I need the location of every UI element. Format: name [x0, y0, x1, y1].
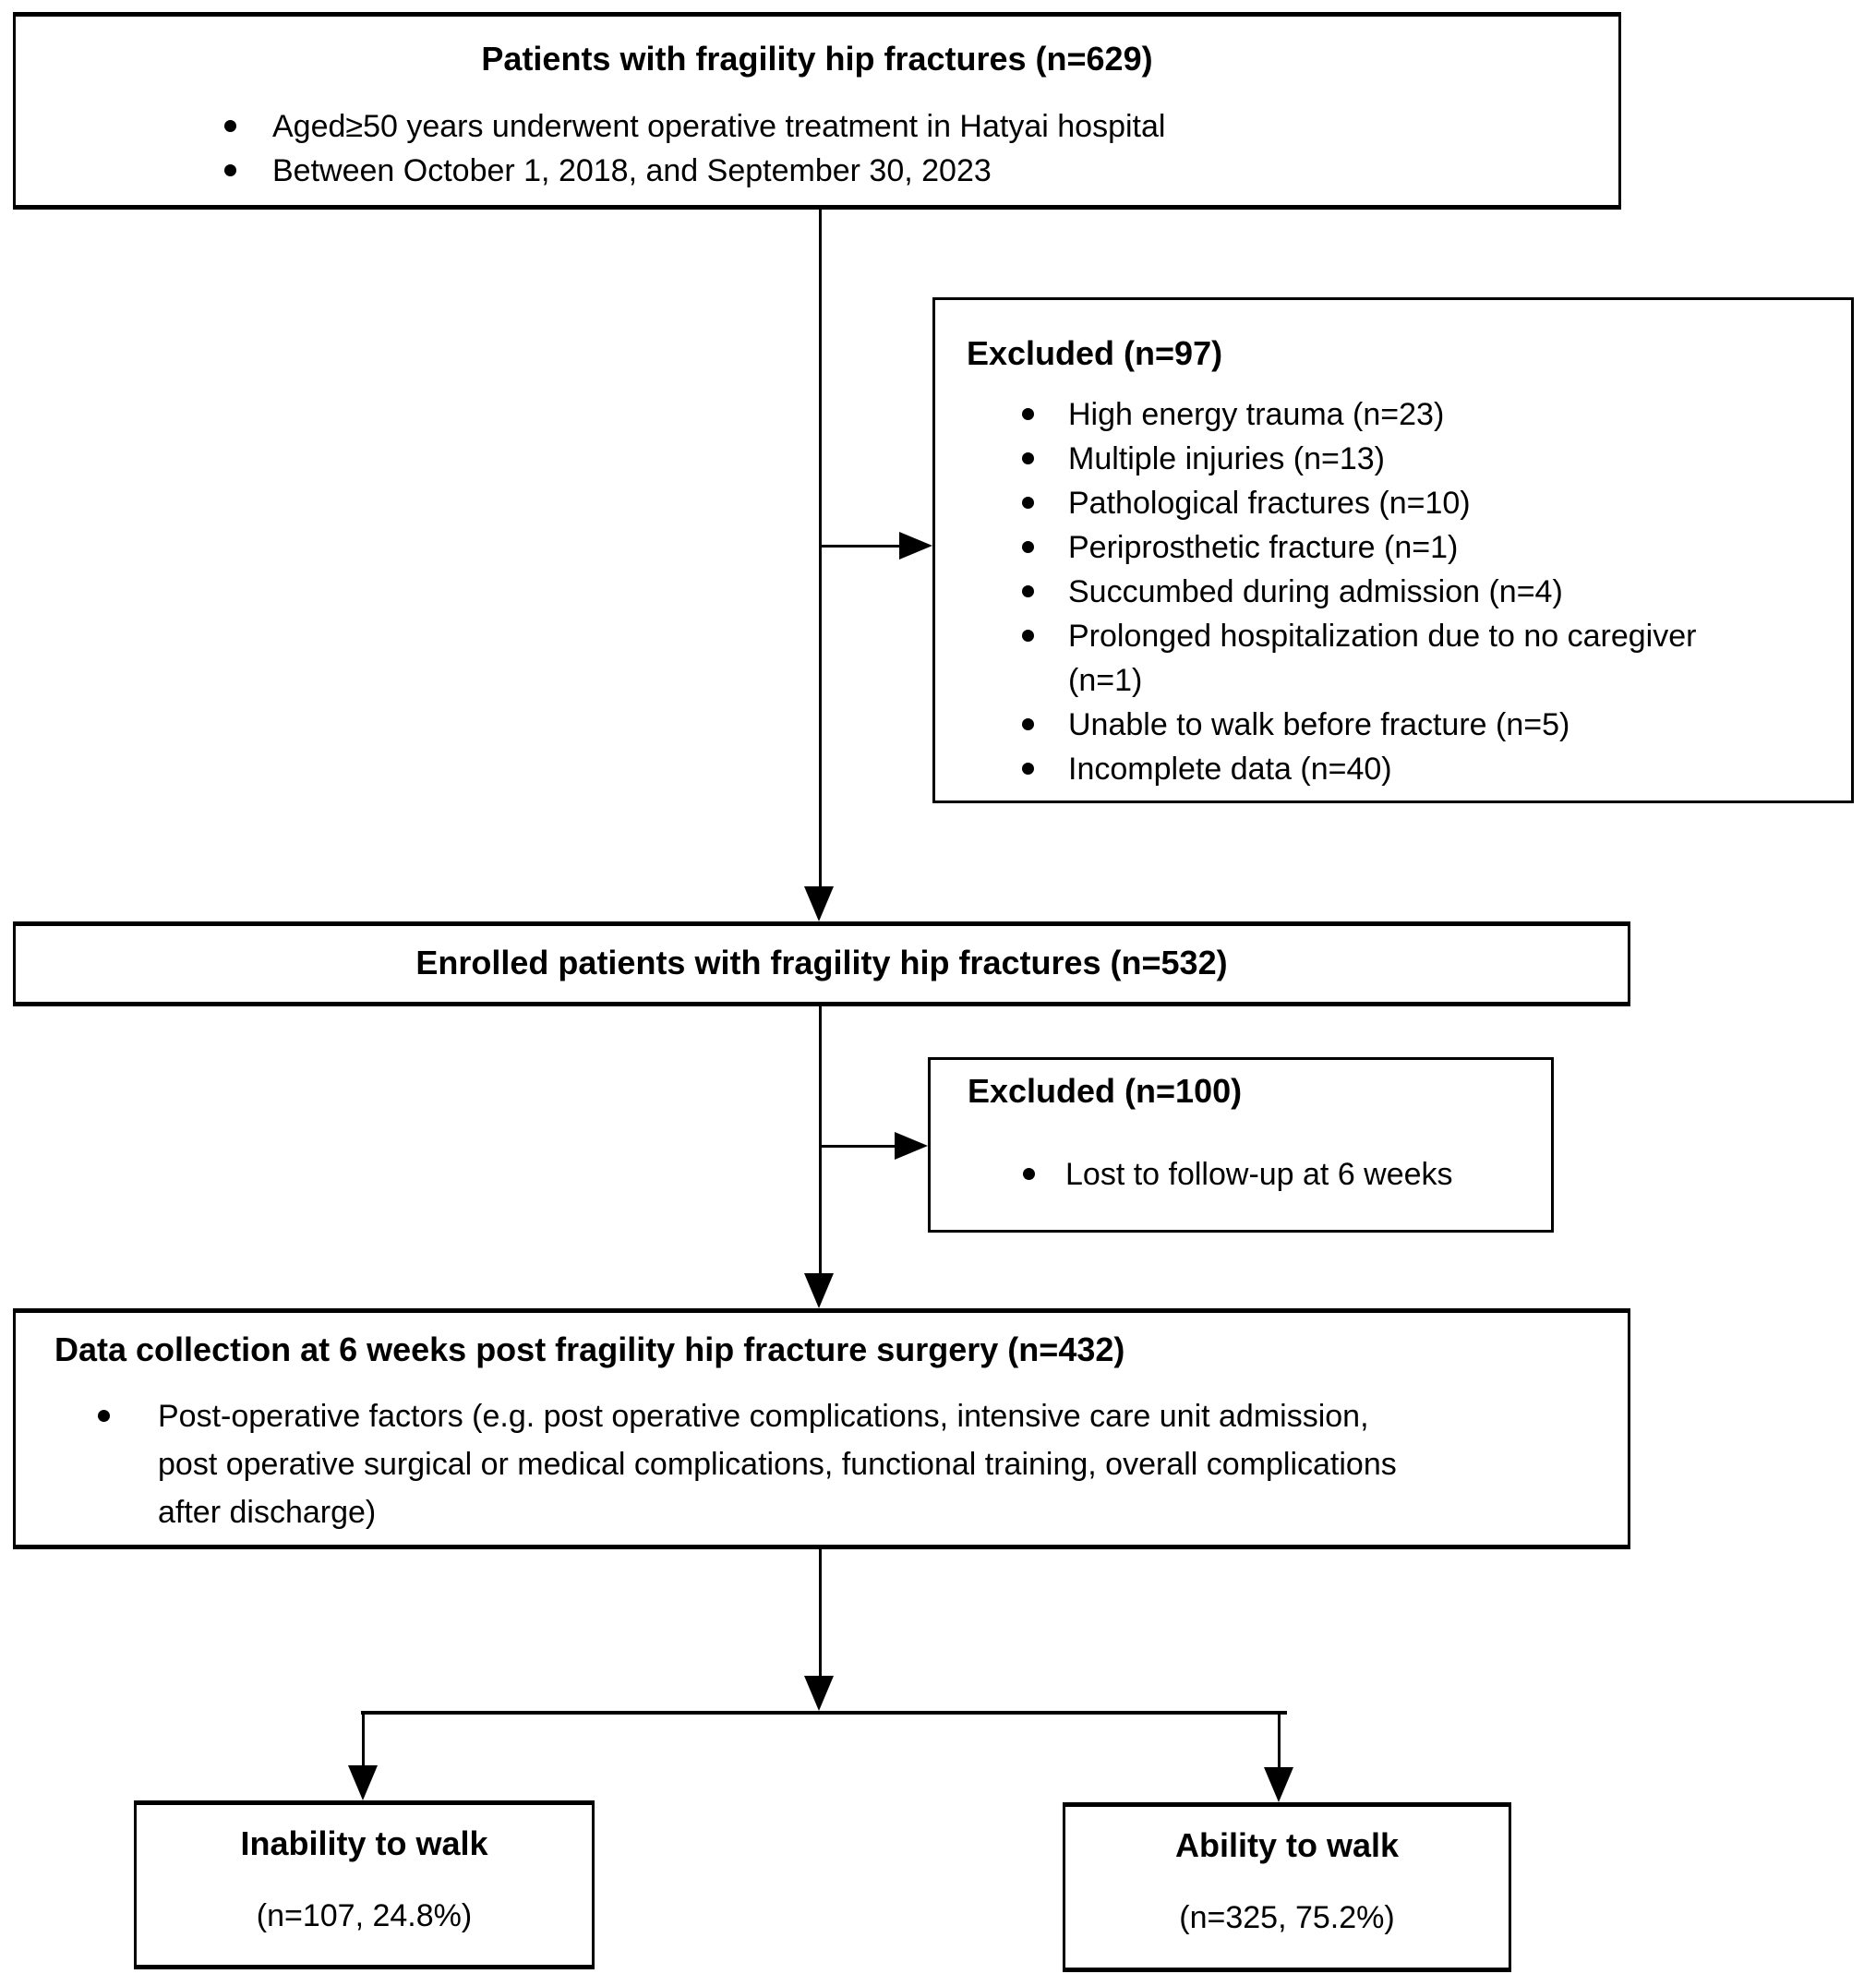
list-item: Prolonged hospitalization due to no care…	[1022, 614, 1807, 703]
list-item: Multiple injuries (n=13)	[1022, 437, 1807, 481]
bullet-text: Prolonged hospitalization due to no care…	[1068, 619, 1697, 698]
bullet-dot	[98, 1410, 110, 1422]
list-item: Pathological fractures (n=10)	[1022, 481, 1807, 525]
inability-count: (n=107, 24.8%)	[256, 1898, 473, 1933]
branch-line-right	[1278, 1715, 1281, 1767]
ability-title: Ability to walk	[1174, 1826, 1400, 1864]
list-item: Lost to follow-up at 6 weeks	[1023, 1152, 1453, 1197]
list-item: Succumbed during admission (n=4)	[1022, 570, 1807, 614]
bullet-dot	[1023, 1168, 1035, 1180]
ability-to-walk-box: Ability to walk (n=325, 75.2%)	[1063, 1802, 1511, 1972]
excluded-97-box: Excluded (n=97) High energy trauma (n=23…	[932, 297, 1854, 803]
bullet-text: Multiple injuries (n=13)	[1068, 441, 1385, 476]
arrow-down-icon	[804, 1676, 834, 1711]
bullet-dot	[1022, 630, 1034, 642]
list-item: Aged≥50 years underwent operative treatm…	[224, 104, 1572, 149]
arrow-down-icon	[348, 1765, 378, 1800]
arrow-right-icon	[895, 1132, 928, 1160]
bullet-text: Incomplete data (n=40)	[1068, 752, 1392, 787]
connector-line-vertical-1	[819, 210, 822, 888]
bullet-dot	[1022, 408, 1034, 420]
bullet-text: Aged≥50 years underwent operative treatm…	[272, 109, 1166, 144]
bullet-dot	[224, 120, 236, 132]
inability-title: Inability to walk	[240, 1824, 488, 1862]
inability-to-walk-box: Inability to walk (n=107, 24.8%)	[134, 1800, 595, 1969]
bullet-text: Post-operative factors (e.g. post operat…	[158, 1399, 1397, 1530]
data-collection-title: Data collection at 6 weeks post fragilit…	[54, 1330, 1125, 1368]
bullet-text: High energy trauma (n=23)	[1068, 397, 1445, 432]
bullet-text: Succumbed during admission (n=4)	[1068, 574, 1563, 609]
excluded-100-title: Excluded (n=100)	[968, 1072, 1243, 1110]
excluded-97-title: Excluded (n=97)	[967, 334, 1223, 372]
bullet-dot	[1022, 718, 1034, 730]
bullet-dot	[1022, 585, 1034, 597]
list-item: High energy trauma (n=23)	[1022, 392, 1807, 437]
bullet-text: Lost to follow-up at 6 weeks	[1065, 1157, 1453, 1192]
bullet-text: Periprosthetic fracture (n=1)	[1068, 530, 1459, 565]
branch-line-left	[362, 1715, 365, 1765]
data-collection-box: Data collection at 6 weeks post fragilit…	[13, 1308, 1630, 1549]
bullet-text: Between October 1, 2018, and September 3…	[272, 153, 992, 188]
arrow-down-icon	[1264, 1767, 1293, 1802]
branch-line-horizontal	[361, 1711, 1287, 1715]
bullet-text: Unable to walk before fracture (n=5)	[1068, 707, 1570, 742]
bullet-dot	[1022, 497, 1034, 509]
bullet-dot	[1022, 763, 1034, 775]
ability-count: (n=325, 75.2%)	[1179, 1900, 1395, 1935]
patients-box: Patients with fragility hip fractures (n…	[13, 12, 1621, 210]
arrow-right-icon	[899, 532, 932, 560]
list-item: Between October 1, 2018, and September 3…	[224, 149, 1572, 193]
excluded-100-box: Excluded (n=100) Lost to follow-up at 6 …	[928, 1057, 1554, 1233]
bullet-dot	[1022, 452, 1034, 464]
bullet-text: Pathological fractures (n=10)	[1068, 486, 1471, 521]
enrolled-box-title: Enrolled patients with fragility hip fra…	[415, 944, 1228, 981]
arrow-down-icon	[804, 886, 834, 921]
list-item: Periprosthetic fracture (n=1)	[1022, 525, 1807, 570]
bullet-dot	[224, 164, 236, 176]
patients-box-title: Patients with fragility hip fractures (n…	[481, 40, 1153, 78]
connector-line-vertical-2	[819, 1006, 822, 1273]
connector-line-horizontal-1	[820, 545, 901, 548]
arrow-down-icon	[804, 1273, 834, 1308]
list-item: Incomplete data (n=40)	[1022, 747, 1807, 791]
list-item: Post-operative factors (e.g. post operat…	[98, 1392, 1598, 1536]
bullet-dot	[1022, 541, 1034, 553]
enrolled-box: Enrolled patients with fragility hip fra…	[13, 921, 1630, 1006]
list-item: Unable to walk before fracture (n=5)	[1022, 703, 1807, 747]
connector-line-horizontal-2	[820, 1145, 896, 1148]
connector-line-vertical-3	[819, 1549, 822, 1676]
